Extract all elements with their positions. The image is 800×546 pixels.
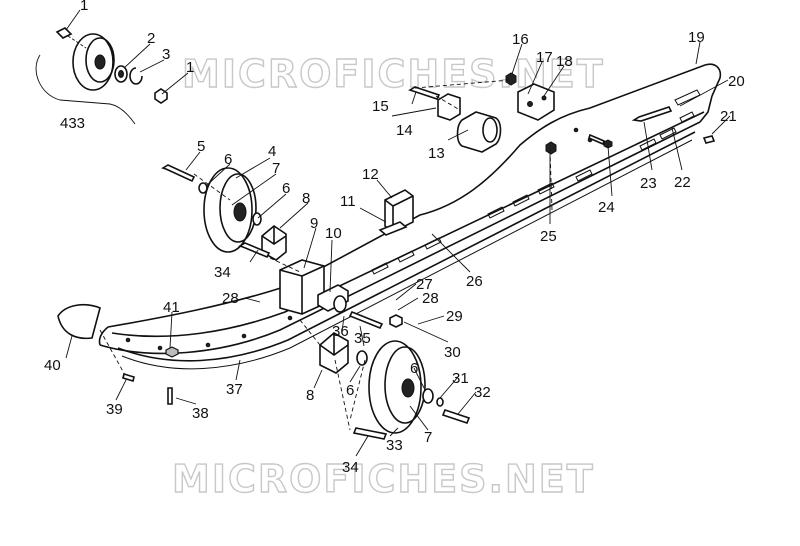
snap-ring	[129, 67, 143, 85]
rail-tip-40	[57, 303, 101, 340]
callout-28a: 28	[222, 290, 239, 307]
callout-2: 2	[147, 30, 155, 47]
callout-40: 40	[44, 357, 61, 374]
washer-6b	[252, 212, 262, 226]
callout-29: 29	[446, 308, 463, 325]
callout-35: 35	[354, 330, 371, 347]
rail-upper-edge	[107, 63, 722, 328]
callout-8a: 8	[302, 190, 310, 207]
callout-16: 16	[512, 31, 529, 48]
nut-30	[389, 314, 403, 328]
bolt-5	[161, 164, 196, 183]
front-idler-wheel	[198, 167, 262, 253]
callout-7a: 7	[272, 160, 280, 177]
callout-20: 20	[728, 73, 745, 90]
callout-33: 33	[386, 437, 403, 454]
nut-25	[545, 141, 557, 155]
rail-assembly	[98, 63, 722, 370]
callout-13: 13	[428, 145, 445, 162]
callout-21: 21	[720, 108, 737, 125]
wheel-group-433	[35, 27, 168, 125]
callout-34a: 34	[214, 264, 231, 281]
rivet-41	[165, 346, 179, 358]
callout-31: 31	[452, 370, 469, 387]
callout-9: 9	[310, 215, 318, 232]
callout-12: 12	[362, 166, 379, 183]
callout-11: 11	[340, 193, 356, 210]
idler-wheel-small	[72, 33, 114, 91]
bolt-34-upper	[238, 242, 271, 259]
bushing-11	[378, 221, 408, 236]
washer-6a	[198, 182, 208, 194]
washer-31	[436, 397, 444, 407]
rail-front-tip	[98, 326, 109, 346]
nut-16	[505, 72, 517, 86]
bolt-38	[167, 387, 173, 405]
callout-5: 5	[197, 138, 205, 155]
bolt-32	[441, 409, 471, 424]
callout-6b: 6	[282, 180, 290, 197]
callout-24: 24	[598, 199, 615, 216]
callout-433: 433	[60, 115, 85, 132]
callout-39: 39	[106, 401, 123, 418]
leader-lines	[65, 9, 731, 457]
callout-32: 32	[474, 384, 491, 401]
callout-14: 14	[396, 122, 413, 139]
bolt-34-lower	[352, 427, 388, 440]
bolt-21	[702, 135, 716, 144]
callout-41: 41	[163, 299, 180, 316]
bolt-23	[588, 133, 605, 146]
callout-6c: 6	[346, 382, 354, 399]
rail-slots	[371, 89, 701, 275]
callout-26: 26	[466, 273, 483, 290]
callout-25: 25	[540, 228, 557, 245]
group-bracket	[35, 54, 136, 125]
wear-strip	[117, 131, 696, 362]
wear-strip-lower	[121, 139, 693, 370]
callout-38: 38	[192, 405, 209, 422]
callout-34b: 34	[342, 459, 359, 476]
bracket-17-18	[517, 83, 555, 121]
spacer-14	[437, 93, 461, 121]
callout-18: 18	[556, 53, 573, 70]
watermark-bottom: MICROFICHES.NET	[172, 457, 595, 501]
rear-idler-wheel	[356, 340, 444, 434]
callout-10: 10	[325, 225, 342, 242]
callout-27: 27	[416, 276, 433, 293]
callout-36: 36	[332, 323, 349, 340]
nut-24	[603, 139, 613, 149]
bolt-20	[631, 106, 673, 122]
callout-37: 37	[226, 381, 243, 398]
callout-1a: 1	[80, 0, 88, 14]
callout-numbers: 1 2 3 1 433 5 6 4 7 6 8 9 10 11 12 34 28…	[44, 0, 745, 476]
pin-39	[122, 372, 135, 383]
rail-flange	[111, 111, 705, 338]
callout-19: 19	[688, 29, 705, 46]
callout-8b: 8	[306, 387, 314, 404]
callout-3: 3	[162, 46, 170, 63]
washer-6d	[422, 388, 434, 404]
callout-23: 23	[640, 175, 657, 192]
callout-7b: 7	[424, 429, 432, 446]
callout-1b: 1	[186, 59, 194, 76]
bolt-35	[348, 310, 384, 330]
callout-28b: 28	[422, 290, 439, 307]
callout-22: 22	[674, 174, 691, 191]
callout-6d: 6	[410, 360, 418, 377]
callout-6a: 6	[224, 151, 232, 168]
callout-15: 15	[372, 98, 389, 115]
bolt-1a	[55, 27, 73, 39]
callout-17: 17	[536, 49, 553, 66]
callout-4: 4	[268, 143, 276, 160]
washer-6c	[356, 350, 368, 366]
bracket-12	[384, 189, 414, 233]
rail-rear-end	[699, 95, 713, 123]
callout-30: 30	[444, 344, 461, 361]
